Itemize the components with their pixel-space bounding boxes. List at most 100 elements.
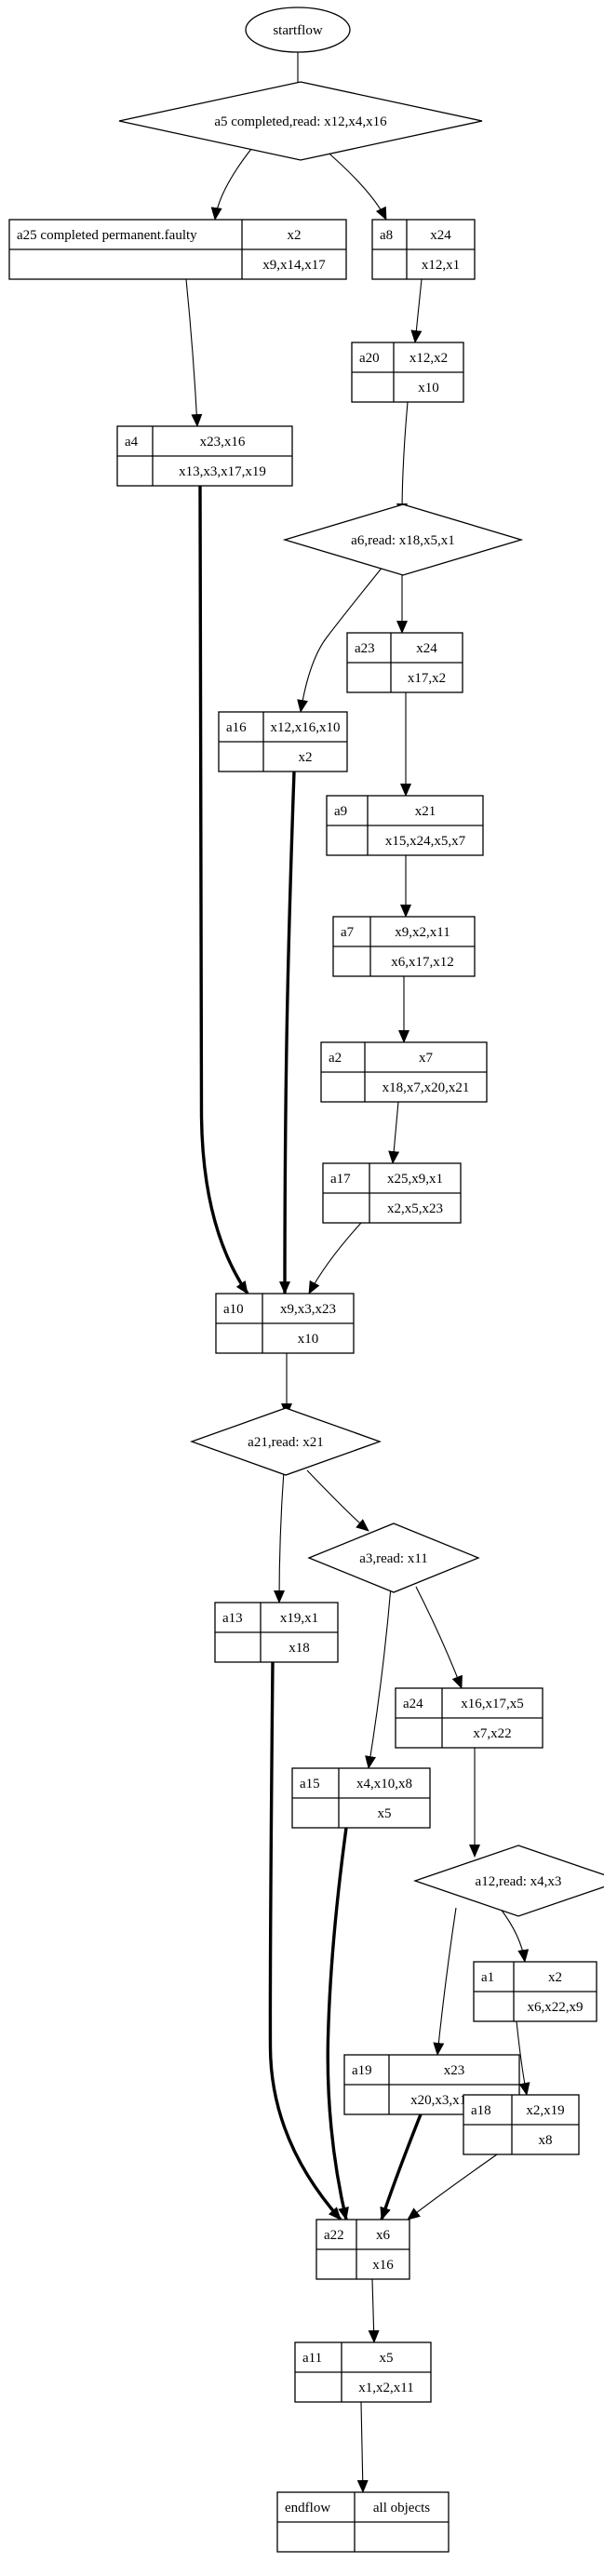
decision-diamond — [412, 1845, 604, 1917]
action-name: a1 — [481, 1970, 494, 1985]
read-objects: x24 — [416, 641, 437, 656]
read-objects: x23 — [444, 2063, 465, 2078]
action-name: a7 — [341, 925, 355, 940]
write-objects: x17,x2 — [408, 671, 446, 686]
write-objects: x1,x2,x11 — [358, 2381, 413, 2395]
edge-a17-to-a10 — [308, 1222, 362, 1295]
action-name: a8 — [380, 228, 393, 243]
read-objects: x23,x16 — [200, 435, 246, 449]
edge-d-a6-to-a16 — [297, 565, 384, 713]
read-objects: x21 — [415, 804, 436, 819]
read-objects: x5 — [380, 2351, 394, 2366]
edge-d-a21-to-a13 — [274, 1469, 286, 1603]
node-a24: a24 x16,x17,x5 x7,x22 — [395, 1687, 544, 1749]
edge-a2-to-a17 — [388, 1101, 400, 1164]
write-objects: x18 — [289, 1641, 310, 1656]
edge-a13-to-a22 — [268, 1661, 342, 2221]
edge-d-a3-to-a24 — [415, 1586, 463, 1689]
node-a23: a23 x24 x17,x2 — [346, 632, 463, 693]
write-objects: x10 — [298, 1332, 319, 1347]
edge-a11-to-endflow — [356, 2401, 369, 2493]
write-objects: x6,x17,x12 — [391, 955, 454, 970]
read-objects: x25,x9,x1 — [387, 1172, 443, 1187]
action-name: a13 — [222, 1611, 243, 1626]
decision-diamond — [307, 1523, 480, 1593]
node-startflow: startflow — [245, 7, 351, 53]
action-name: a9 — [334, 804, 347, 819]
write-objects: x18,x7,x20,x21 — [383, 1080, 470, 1095]
write-objects: x5 — [378, 1806, 392, 1821]
decision-label: a6,read: x18,x5,x1 — [351, 533, 455, 548]
node-a8: a8 x24 x12,x1 — [371, 219, 476, 280]
decision-label: a5 completed,read: x12,x4,x16 — [214, 114, 387, 129]
read-objects: x4,x10,x8 — [356, 1777, 412, 1791]
edge-a20-to-d-a6 — [396, 401, 409, 517]
edge-a8-to-a20 — [410, 278, 423, 343]
node-a18: a18 x2,x19 x8 — [463, 2094, 580, 2155]
write-objects: x16 — [372, 2258, 394, 2273]
read-objects: x7 — [419, 1051, 434, 1066]
read-objects: x2,x19 — [526, 2103, 564, 2118]
action-name: a4 — [125, 435, 139, 449]
action-name: a24 — [403, 1697, 423, 1711]
action-name: a2 — [329, 1051, 342, 1066]
read-objects: x2 — [548, 1970, 562, 1985]
edge-a15-to-a22 — [326, 1827, 349, 2220]
decision-diamond — [118, 81, 483, 161]
edge-a18-to-a22 — [407, 2153, 498, 2220]
read-objects: x9,x2,x11 — [395, 925, 450, 940]
edge-d-a5-to-a8 — [323, 148, 387, 221]
read-objects: x6 — [376, 2228, 391, 2243]
write-objects: x2 — [299, 750, 313, 765]
write-objects: x8 — [539, 2133, 553, 2148]
node-d-a5: a5 completed,read: x12,x4,x16 — [118, 81, 483, 161]
edge-d-a12-to-a1 — [499, 1907, 530, 1963]
write-objects: x12,x1 — [422, 258, 460, 273]
decision-diamond — [282, 503, 524, 576]
edge-d-a5-to-a25 — [210, 148, 252, 221]
node-a25: a25 completed permanent.faulty x2 x9,x14,x… — [8, 219, 347, 280]
edge-a25-to-a4 — [185, 278, 203, 427]
action-name: a18 — [471, 2103, 491, 2118]
edge-d-a3-to-a15 — [365, 1586, 392, 1769]
edge-d-a21-to-d-a3 — [306, 1469, 369, 1532]
node-a2: a2 x7 x18,x7,x20,x21 — [320, 1041, 488, 1103]
edge-a16-to-a10 — [279, 771, 296, 1295]
write-objects: x7,x22 — [473, 1726, 511, 1741]
read-objects: x9,x3,x23 — [280, 1302, 336, 1317]
write-objects: x9,x14,x17 — [262, 258, 326, 273]
action-name: a16 — [226, 720, 247, 735]
action-name: endflow — [285, 2501, 330, 2516]
node-a7: a7 x9,x2,x11 x6,x17,x12 — [332, 916, 476, 977]
decision-label: a3,read: x11 — [359, 1551, 428, 1566]
action-name: a20 — [359, 351, 380, 366]
write-objects: x15,x24,x5,x7 — [385, 834, 466, 849]
write-objects: x10 — [418, 381, 439, 396]
node-d-a3: a3,read: x11 — [307, 1523, 480, 1593]
read-objects: x16,x17,x5 — [461, 1697, 524, 1711]
node-d-a21: a21,read: x21 — [190, 1407, 382, 1476]
start-ellipse — [245, 7, 351, 53]
decision-diamond — [190, 1407, 382, 1476]
edge-a4-to-a10 — [198, 485, 249, 1295]
action-name: a25 completed permanent.faulty — [17, 228, 197, 243]
action-name: a17 — [330, 1172, 351, 1187]
write-objects: x13,x3,x17,x19 — [179, 464, 266, 479]
node-a10: a10 x9,x3,x23 x10 — [215, 1293, 355, 1354]
decision-label: a21,read: x21 — [248, 1435, 324, 1450]
action-name: a23 — [355, 641, 375, 656]
read-objects: x24 — [430, 228, 451, 243]
decision-label: a12,read: x4,x3 — [476, 1874, 562, 1889]
node-a9: a9 x21 x15,x24,x5,x7 — [326, 795, 484, 856]
edge-a22-to-a11 — [368, 2278, 380, 2343]
action-name: a10 — [223, 1302, 244, 1317]
read-objects: x2 — [288, 228, 302, 243]
